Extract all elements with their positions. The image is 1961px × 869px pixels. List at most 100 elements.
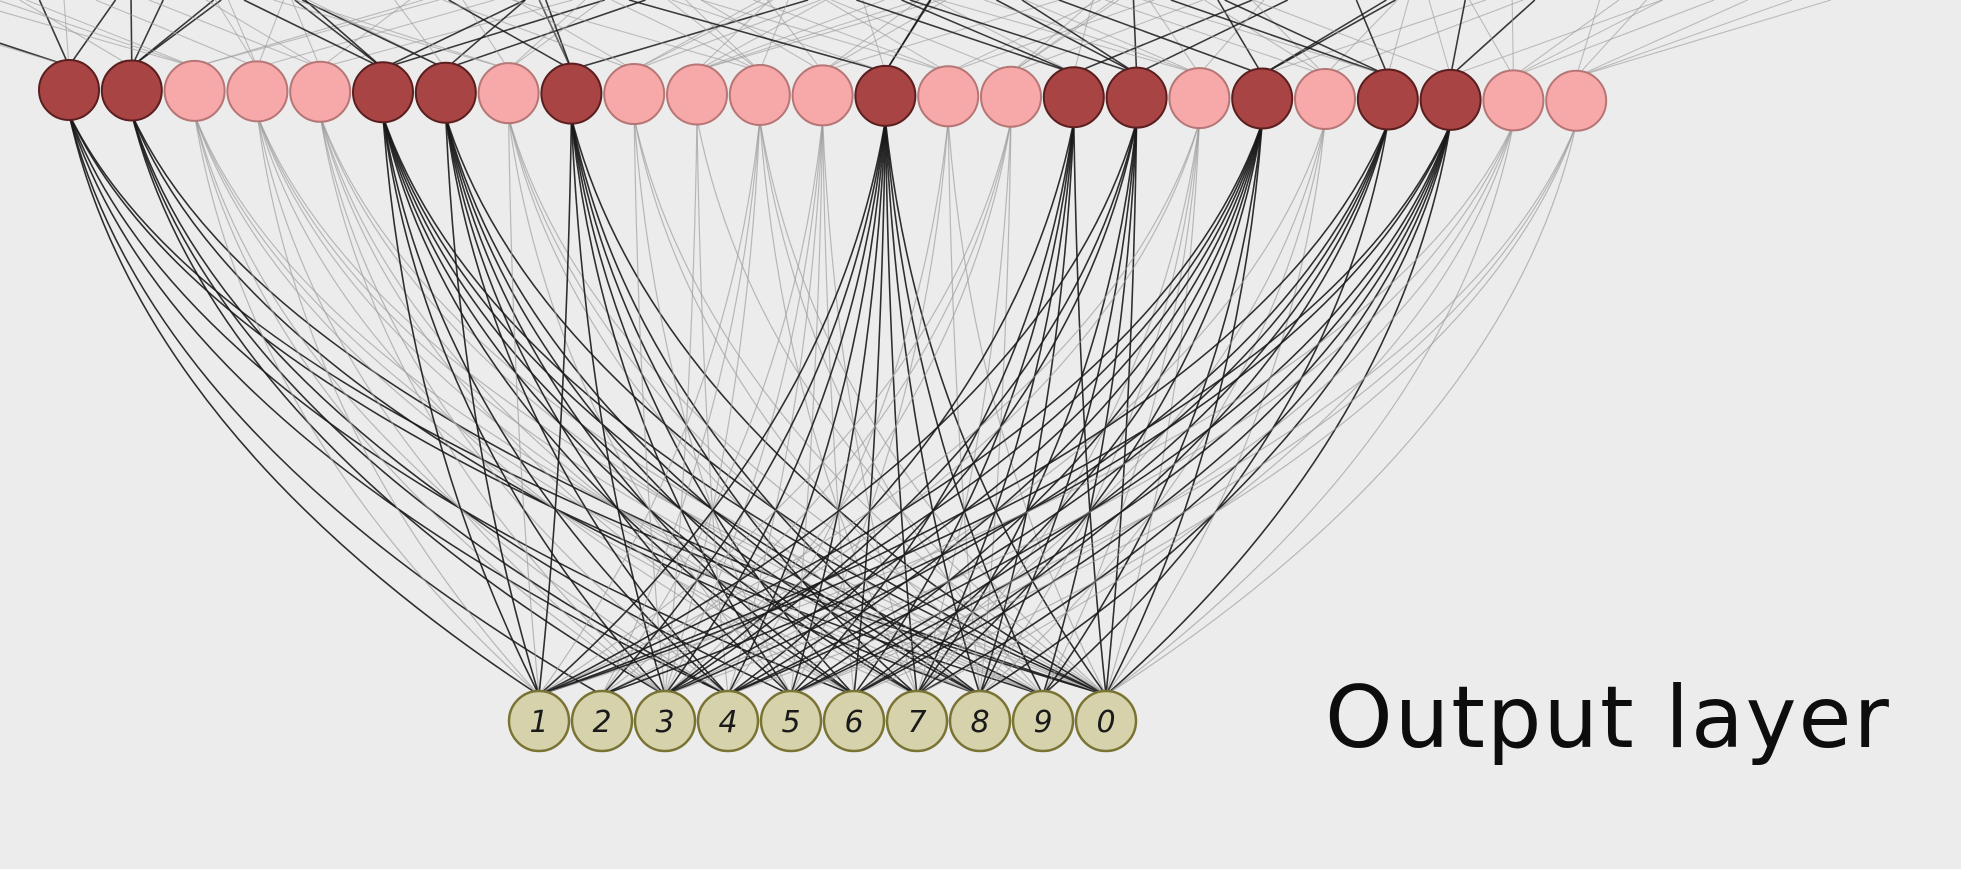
incoming-connection	[1132, 0, 1138, 74]
connection-line	[570, 117, 981, 696]
incoming-connection	[1058, 0, 1263, 76]
hidden-neuron	[1294, 68, 1356, 130]
connection-line	[570, 117, 855, 696]
incoming-connection	[1170, 0, 1389, 77]
connection-line	[68, 113, 729, 696]
incoming-connection	[545, 0, 573, 70]
connection-line	[1042, 122, 1200, 696]
incoming-connection	[273, 0, 509, 70]
connection-line	[194, 114, 1044, 696]
connection-line	[382, 116, 981, 696]
connection-line	[759, 118, 1044, 696]
connection-line	[916, 121, 1138, 696]
incoming-connection	[948, 0, 1155, 73]
hidden-neuron	[854, 64, 917, 127]
connection-line	[194, 114, 729, 696]
connection-line	[633, 118, 666, 696]
incoming-connection	[696, 0, 941, 72]
incoming-connection	[822, 0, 920, 72]
connection-line	[979, 122, 1200, 696]
incoming-connection	[696, 0, 771, 71]
connection-line	[979, 121, 1075, 696]
connection-line	[68, 113, 603, 696]
incoming-connection	[0, 42, 70, 67]
incoming-connection	[514, 0, 635, 71]
incoming-connection	[508, 0, 586, 70]
connection-line	[538, 121, 1200, 696]
output-neuron: 3	[633, 689, 697, 753]
output-neuron: 6	[822, 689, 886, 753]
incoming-connection	[445, 0, 646, 70]
hidden-neuron	[100, 59, 163, 122]
connection-line	[633, 117, 1044, 696]
output-neuron: 9	[1011, 689, 1075, 753]
connection-line	[790, 123, 1389, 696]
connection-line	[853, 121, 1075, 696]
connection-line	[445, 116, 918, 696]
incoming-connection	[984, 0, 1200, 75]
connection-line	[853, 123, 1452, 696]
incoming-connection	[1261, 0, 1387, 76]
hidden-neuron	[289, 60, 352, 123]
connection-line	[1073, 121, 1107, 696]
incoming-connection	[1251, 0, 1326, 76]
connection-line	[727, 122, 1263, 696]
incoming-connection	[382, 0, 605, 70]
output-neuron-label: 1	[529, 705, 548, 740]
incoming-connection	[95, 0, 258, 68]
connection-line	[1042, 122, 1263, 696]
incoming-connection	[634, 0, 821, 71]
hidden-neuron	[1105, 66, 1168, 129]
incoming-connection	[1449, 0, 1467, 77]
incoming-connection	[1575, 0, 1748, 78]
connection-line	[853, 119, 887, 696]
connection-line	[570, 117, 666, 696]
connection-line	[131, 114, 666, 696]
connection-line	[884, 119, 981, 696]
connection-line	[601, 121, 1200, 696]
incoming-connection	[382, 0, 526, 69]
incoming-connection	[26, 0, 195, 68]
connection-line	[727, 121, 1138, 696]
incoming-connection	[1575, 0, 1601, 77]
connection-line	[790, 119, 887, 696]
incoming-connection	[301, 0, 447, 70]
connection-line	[727, 120, 949, 696]
connection-line	[853, 122, 1263, 696]
incoming-connection	[1010, 0, 1095, 74]
output-neuron-circle	[633, 689, 697, 753]
connection-line	[538, 124, 1514, 696]
connection-line	[570, 117, 792, 696]
connection-line	[759, 118, 918, 696]
connection-line	[664, 119, 887, 696]
incoming-connection	[1010, 0, 1115, 74]
connection-line	[853, 123, 1389, 696]
hidden-neuron	[414, 61, 477, 124]
connection-line	[1042, 121, 1138, 696]
connection-line	[382, 115, 1107, 696]
output-neuron-circle	[570, 689, 634, 753]
connection-line	[508, 117, 792, 696]
connection-line	[1105, 122, 1326, 696]
connection-line	[664, 121, 1138, 696]
incoming-connection	[1576, 0, 1832, 78]
connection-line	[445, 116, 729, 696]
incoming-connection	[1513, 0, 1620, 77]
connection-line	[570, 117, 918, 696]
output-neuron-circle	[885, 689, 949, 753]
incoming-connection	[1324, 0, 1398, 76]
output-neuron-circle	[759, 689, 823, 753]
hidden-neuron	[1545, 69, 1608, 132]
connection-line	[916, 122, 1263, 696]
incoming-connection	[442, 0, 635, 71]
incoming-connection	[1262, 0, 1487, 76]
incoming-connection	[667, 0, 761, 72]
output-neuron-circle	[1011, 689, 1075, 753]
hidden-neuron	[980, 65, 1042, 128]
connection-line	[790, 124, 1577, 696]
incoming-connection	[1576, 0, 1793, 78]
hidden-neuron	[791, 64, 854, 127]
